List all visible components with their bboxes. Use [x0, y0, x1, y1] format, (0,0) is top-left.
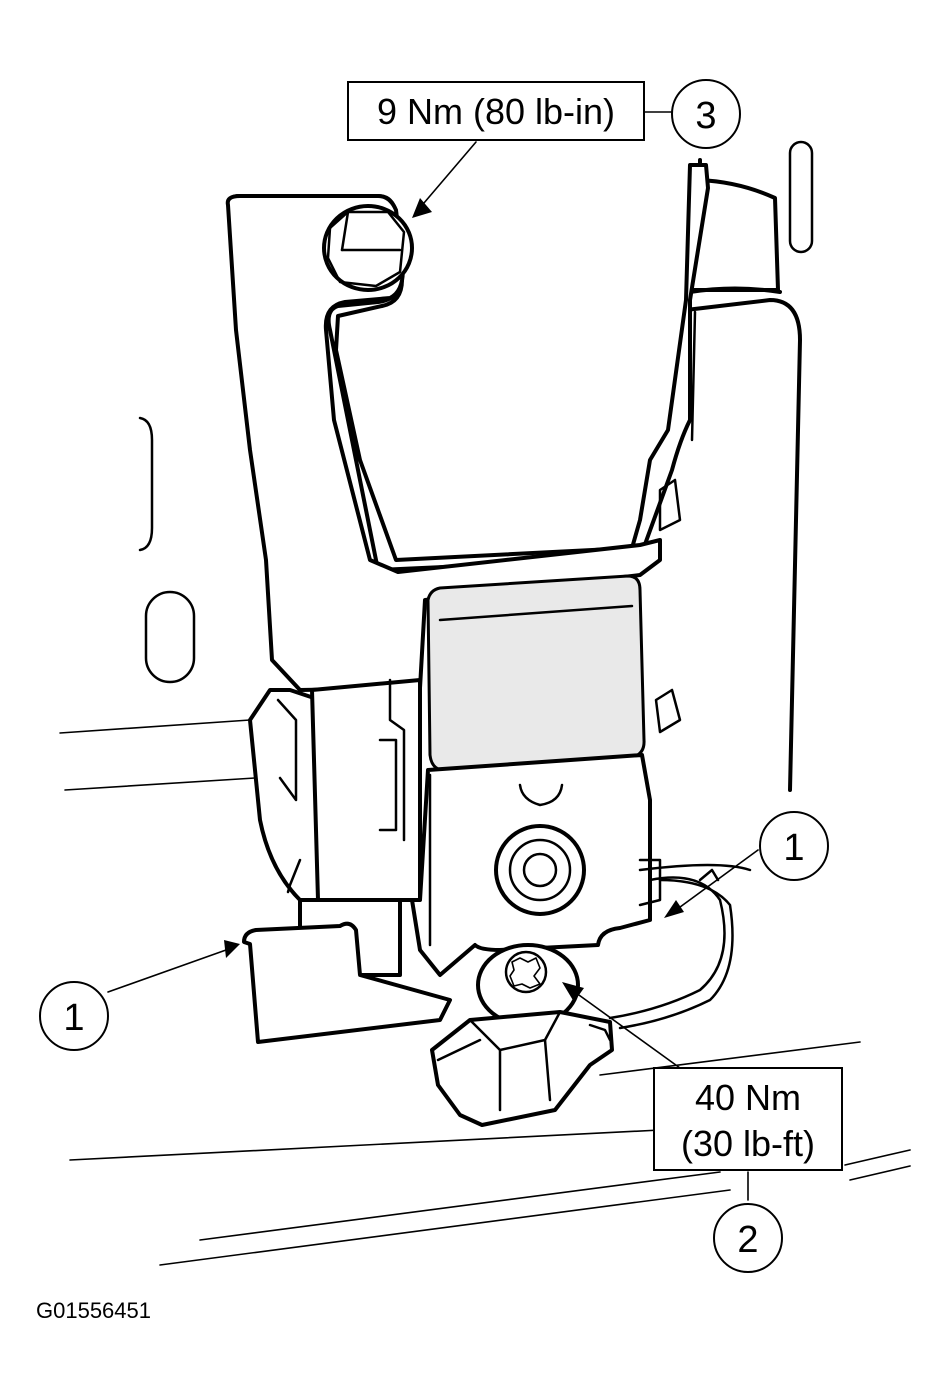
torque-label-nut-line2: (30 lb-ft)	[681, 1123, 815, 1164]
right-clip-lower	[654, 688, 682, 734]
right-housing	[684, 158, 802, 792]
callout-1-left: 1	[39, 981, 109, 1051]
left-side-panel	[248, 688, 322, 907]
callout-2: 2	[713, 1203, 783, 1273]
svg-text:2: 2	[737, 1219, 758, 1261]
torque-label-nut-line1: 40 Nm	[695, 1077, 801, 1118]
electrical-connector	[430, 1010, 614, 1127]
bolt-head	[322, 204, 414, 292]
bracket-outline	[225, 194, 662, 692]
pivot-bushing	[494, 824, 586, 916]
callout-3: 3	[671, 79, 741, 149]
torque-label-bolt-text: 9 Nm (80 lb-in)	[377, 91, 615, 132]
svg-text:3: 3	[695, 95, 716, 137]
background-lines	[59, 140, 911, 1266]
left-clip	[242, 921, 452, 1044]
svg-text:1: 1	[63, 997, 84, 1039]
leader-lines	[107, 111, 759, 1201]
figure-id: G01556451	[36, 1298, 151, 1323]
callout-1-right: 1	[759, 811, 829, 881]
lower-housing	[298, 753, 652, 977]
right-clip-upper	[658, 478, 682, 532]
svg-text:1: 1	[783, 827, 804, 869]
torque-label-nut: 40 Nm (30 lb-ft)	[653, 1067, 843, 1171]
torque-label-bolt: 9 Nm (80 lb-in)	[347, 81, 645, 141]
selector-cover	[426, 574, 646, 772]
